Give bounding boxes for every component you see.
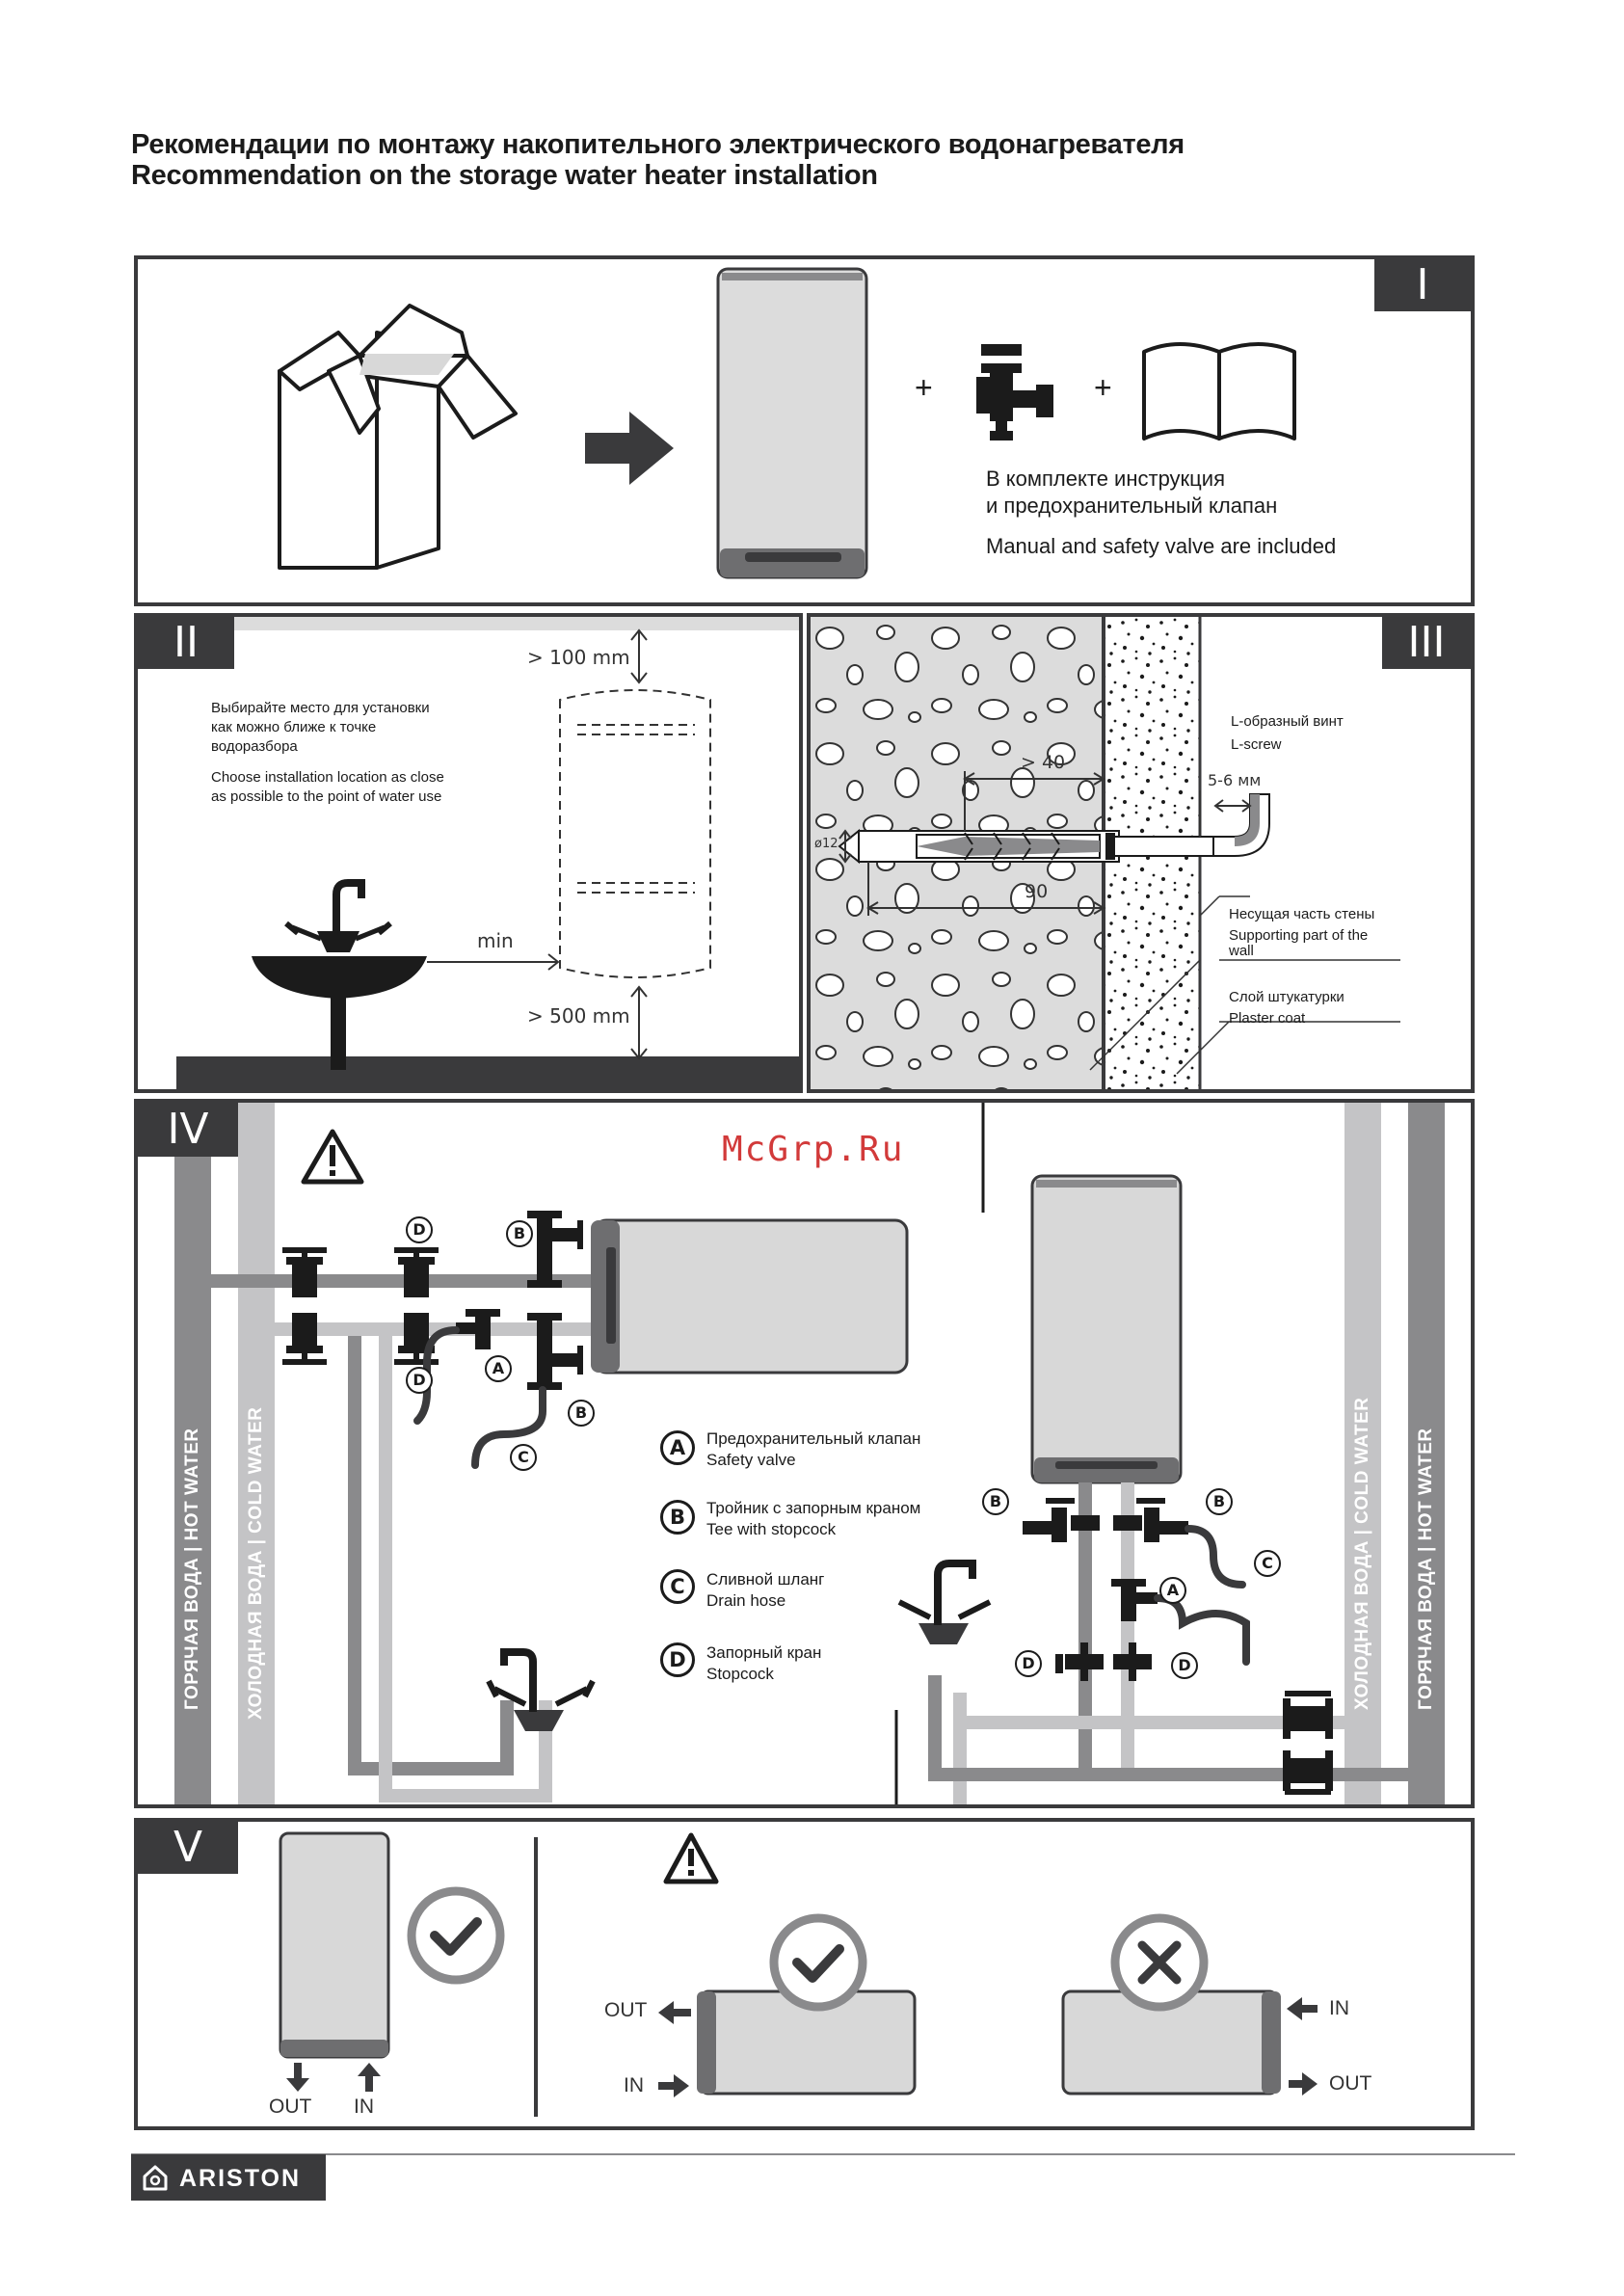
- in-label: IN: [624, 2074, 644, 2096]
- in-label: IN: [1329, 1997, 1349, 2019]
- title-en: Recommendation on the storage water heat…: [131, 160, 878, 191]
- panel-number: IV: [138, 1103, 238, 1157]
- panel-plumbing: IV: [134, 1099, 1475, 1808]
- panel-number: I: [1374, 259, 1471, 311]
- dim-5-6-label: 5-6 мм: [1208, 771, 1262, 789]
- badge-d: D: [406, 1216, 433, 1243]
- out-label: OUT: [1329, 2072, 1372, 2095]
- page-title: Рекомендации по монтажу накопительного э…: [131, 129, 1185, 191]
- water-heater-horizontal: [591, 1218, 909, 1375]
- legend-key-d: D: [660, 1642, 695, 1677]
- cold-water-label: ХОЛОДНАЯ ВОДА | COLD WATER: [1352, 1397, 1372, 1710]
- legend-c-en: Drain hose: [706, 1591, 786, 1610]
- location-text-en-2: as possible to the point of water use: [211, 788, 442, 805]
- panel-number: II: [138, 617, 234, 669]
- cold-water-label: ХОЛОДНАЯ ВОДА | COLD WATER: [246, 1406, 266, 1720]
- location-text-ru-3: водоразбора: [211, 738, 298, 755]
- panel-unboxing: I + + В комплекте: [134, 255, 1475, 606]
- panel-number: III: [1382, 617, 1471, 669]
- out-label: OUT: [604, 1999, 648, 2021]
- legend-key-a: A: [660, 1430, 695, 1465]
- legend-key-c: C: [660, 1569, 695, 1604]
- dim-40-label: > 40: [1021, 752, 1066, 773]
- house-icon: [143, 2165, 168, 2191]
- ceiling: [234, 617, 799, 630]
- screw-label-en: L-screw: [1231, 736, 1282, 753]
- faucet-icon: [897, 1560, 992, 1644]
- badge-d: D: [1015, 1650, 1042, 1677]
- clearance-bottom-label: > 500 mm: [527, 1004, 630, 1028]
- screw-label-ru: L-образный винт: [1231, 713, 1344, 730]
- faucet-icon: [486, 1648, 596, 1731]
- legend-d-ru: Запорный кран: [706, 1643, 822, 1662]
- brand-name: ARISTON: [179, 2165, 302, 2192]
- footer-rule: [131, 2153, 1515, 2155]
- legend-key-b: B: [660, 1500, 695, 1535]
- kit-text-ru-2: и предохранительный клапан: [986, 494, 1278, 518]
- warning-icon: [301, 1129, 364, 1185]
- location-text-ru-1: Выбирайте место для установки: [211, 700, 430, 716]
- panel-orientation: V: [134, 1818, 1475, 2130]
- check-icon: [769, 1913, 867, 2012]
- plus-sign: +: [915, 370, 933, 405]
- legend-d-en: Stopcock: [706, 1665, 774, 1683]
- dim-90-label: 90: [1025, 881, 1049, 902]
- water-heater-horizontal: [1061, 1989, 1281, 2096]
- brand-logo: ARISTON: [131, 2154, 326, 2201]
- arrow-right-icon: [585, 412, 674, 485]
- panel-number: V: [138, 1822, 238, 1874]
- open-box-icon: [278, 304, 518, 570]
- kit-text-ru-1: В комплекте инструкция: [986, 467, 1225, 491]
- sink-icon: [252, 879, 427, 1070]
- manual-book-icon: [1142, 342, 1296, 441]
- location-text-ru-2: как можно ближе к точке: [211, 719, 377, 735]
- plaster-label-ru: Слой штукатурки: [1229, 989, 1344, 1005]
- legend-b-ru: Тройник с запорным краном: [706, 1499, 921, 1517]
- badge-c: C: [510, 1444, 537, 1471]
- clearance-diagram: [252, 628, 711, 1070]
- badge-b: B: [506, 1220, 533, 1247]
- check-icon: [407, 1886, 505, 1985]
- kit-text-en: Manual and safety valve are included: [986, 534, 1337, 558]
- badge-a: A: [485, 1355, 512, 1382]
- plus-sign: +: [1094, 370, 1112, 405]
- legend-a-en: Safety valve: [706, 1451, 796, 1469]
- legend-a-ru: Предохранительный клапан: [706, 1429, 921, 1448]
- warning-icon: [663, 1832, 719, 1884]
- hot-water-label: ГОРЯЧАЯ ВОДА | HOT WATER: [182, 1428, 202, 1710]
- badge-b: B: [982, 1488, 1009, 1515]
- wall-label-ru: Несущая часть стены: [1229, 906, 1375, 922]
- badge-c: C: [1254, 1550, 1281, 1577]
- water-heater-vertical: [1030, 1174, 1183, 1484]
- in-label: IN: [354, 2096, 374, 2118]
- wall-label-en-1: Supporting part of the: [1229, 927, 1369, 944]
- wall-section-diagram: [811, 617, 1400, 1089]
- title-ru: Рекомендации по монтажу накопительного э…: [131, 129, 1185, 160]
- badge-a: A: [1159, 1577, 1186, 1604]
- orientation-diagram: [279, 1831, 1318, 2117]
- badge-b: B: [1206, 1488, 1233, 1515]
- hot-water-label: ГОРЯЧАЯ ВОДА | HOT WATER: [1416, 1428, 1436, 1710]
- plaster-label-en: Plaster coat: [1229, 1010, 1306, 1027]
- plumbing-diagram: [174, 1103, 1445, 1804]
- watermark: McGrp.Ru: [722, 1130, 905, 1169]
- safety-valve-icon: [976, 344, 1053, 441]
- cross-icon: [1110, 1913, 1209, 2012]
- wall-label-en-2: wall: [1229, 943, 1254, 959]
- legend-b-en: Tee with stopcock: [706, 1520, 837, 1538]
- panel-wall-mounting: III: [807, 613, 1475, 1093]
- min-distance-label: min: [477, 929, 514, 952]
- legend-c-ru: Сливной шланг: [706, 1570, 825, 1589]
- location-text-en-1: Choose installation location as close: [211, 769, 444, 786]
- clearance-top-label: > 100 mm: [527, 646, 630, 669]
- floor: [176, 1056, 799, 1089]
- badge-d: D: [406, 1367, 433, 1394]
- water-heater-vertical: [716, 267, 868, 579]
- badge-b: B: [568, 1400, 595, 1427]
- badge-d: D: [1171, 1652, 1198, 1679]
- panel-location: II Выбирайте место для установки как мож…: [134, 613, 803, 1093]
- water-heater-vertical: [279, 1831, 390, 2059]
- out-label: OUT: [269, 2096, 312, 2118]
- dim-12-label: ø12: [814, 837, 839, 851]
